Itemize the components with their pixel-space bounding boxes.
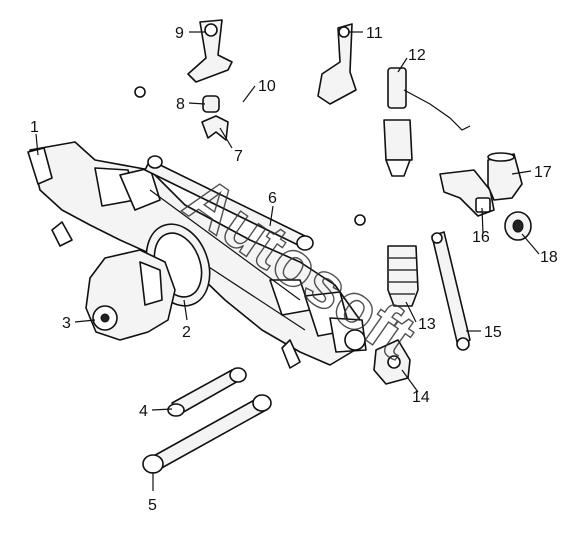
callout-13: 13 (418, 316, 436, 333)
callout-3: 3 (62, 315, 71, 332)
stabilizer-bar (134, 78, 382, 226)
stabilizer-clamp-9 (187, 19, 233, 83)
stabilizer-link-11 (317, 23, 357, 105)
callout-14: 14 (412, 389, 430, 406)
valve-block-16 (439, 169, 495, 217)
bump-stop-18 (504, 211, 532, 241)
callout-5: 5 (148, 497, 157, 514)
callout-12: 12 (408, 47, 426, 64)
callout-18: 18 (540, 249, 558, 266)
shock-absorber-15 (431, 231, 471, 351)
callout-8: 8 (176, 96, 185, 113)
callout-6: 6 (268, 190, 277, 207)
air-tank-17 (487, 152, 523, 201)
upper-link-6 (144, 155, 314, 251)
callout-17: 17 (534, 164, 552, 181)
callout-15: 15 (484, 324, 502, 341)
callout-7: 7 (234, 148, 243, 165)
lower-link-5 (142, 394, 272, 474)
stabilizer-bracket-7 (201, 115, 229, 141)
callout-4: 4 (139, 403, 148, 420)
callout-11: 11 (366, 25, 383, 42)
height-sensor-12 (383, 67, 471, 177)
stabilizer-bushing-8 (202, 95, 220, 113)
callouts: 1 2 3 4 5 6 7 8 9 10 11 12 13 14 15 16 1… (30, 25, 558, 514)
air-spring-13 (387, 245, 419, 307)
callout-16: 16 (472, 229, 490, 246)
callout-10: 10 (258, 78, 276, 95)
leader-lines (35, 31, 540, 491)
callout-2: 2 (182, 324, 191, 341)
lower-link-4 (167, 367, 247, 417)
callout-1: 1 (30, 119, 39, 136)
differential-carrier (85, 249, 176, 341)
callout-9: 9 (175, 25, 184, 42)
